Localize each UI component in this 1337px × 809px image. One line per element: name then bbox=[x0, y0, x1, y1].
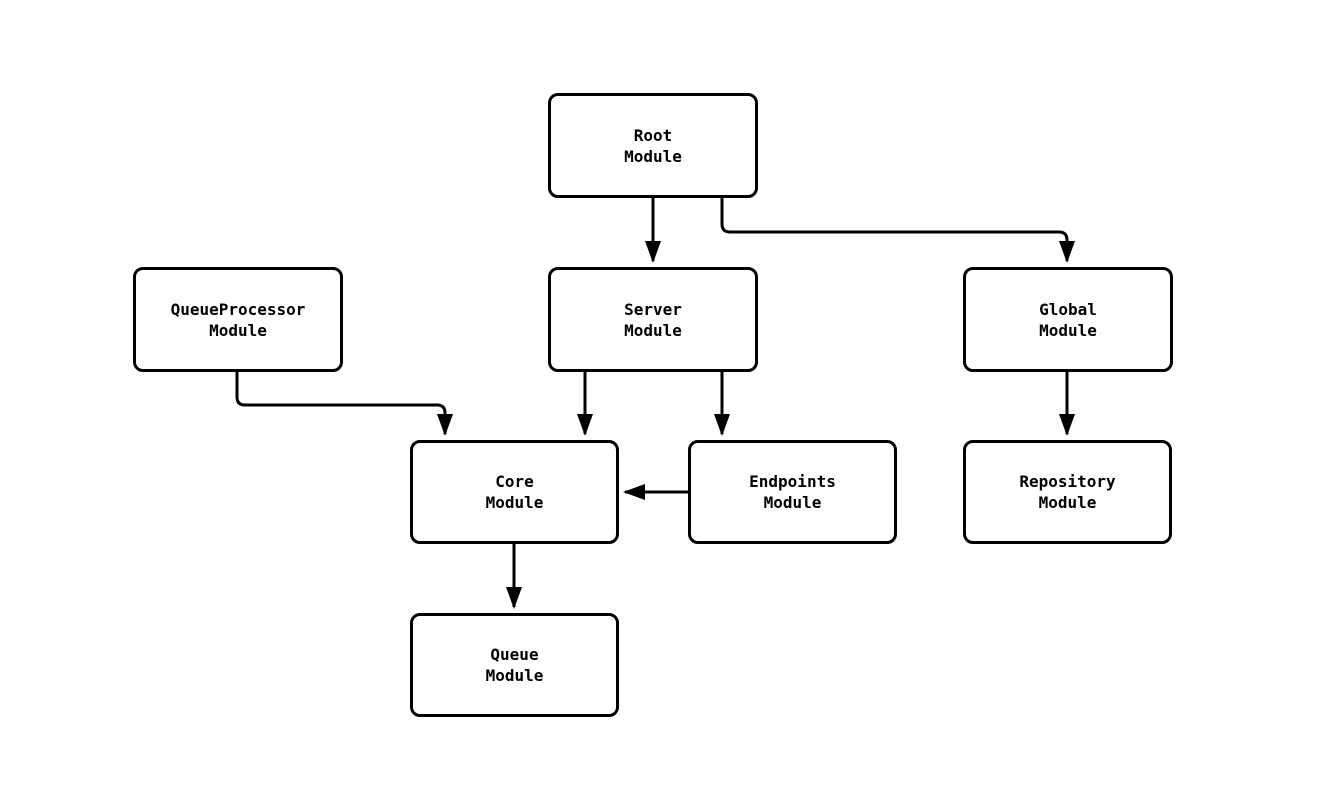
node-global-label-line: Global bbox=[1039, 299, 1097, 319]
node-endpoints-label-line: Module bbox=[763, 493, 822, 512]
node-core-label-line: Core bbox=[495, 472, 534, 491]
node-core-label-line: Module bbox=[485, 493, 544, 512]
node-server-label-line: Module bbox=[624, 320, 682, 340]
node-root-label-line: Module bbox=[624, 146, 682, 166]
node-root-label-line: Root bbox=[633, 125, 673, 145]
node-endpoints-label-line: Endpoints bbox=[749, 472, 836, 491]
node-server-label-line: Server bbox=[624, 299, 682, 319]
node-queueprocessor-label-line: Module bbox=[209, 320, 267, 340]
node-queue-label-line: Queue bbox=[490, 645, 539, 664]
node-queue-label-line: Module bbox=[485, 666, 544, 685]
node-repository-label-line: Module bbox=[1038, 493, 1097, 512]
edge-root-to-global bbox=[720, 198, 1075, 263]
node-global-label-line: Module bbox=[1039, 320, 1097, 340]
node-queueprocessor-label-line: QueueProcessor bbox=[170, 299, 306, 319]
edge-group bbox=[235, 198, 1075, 609]
edge-queueprocessor-to-core bbox=[235, 372, 453, 436]
node-repository-label-line: Repository bbox=[1019, 472, 1116, 491]
